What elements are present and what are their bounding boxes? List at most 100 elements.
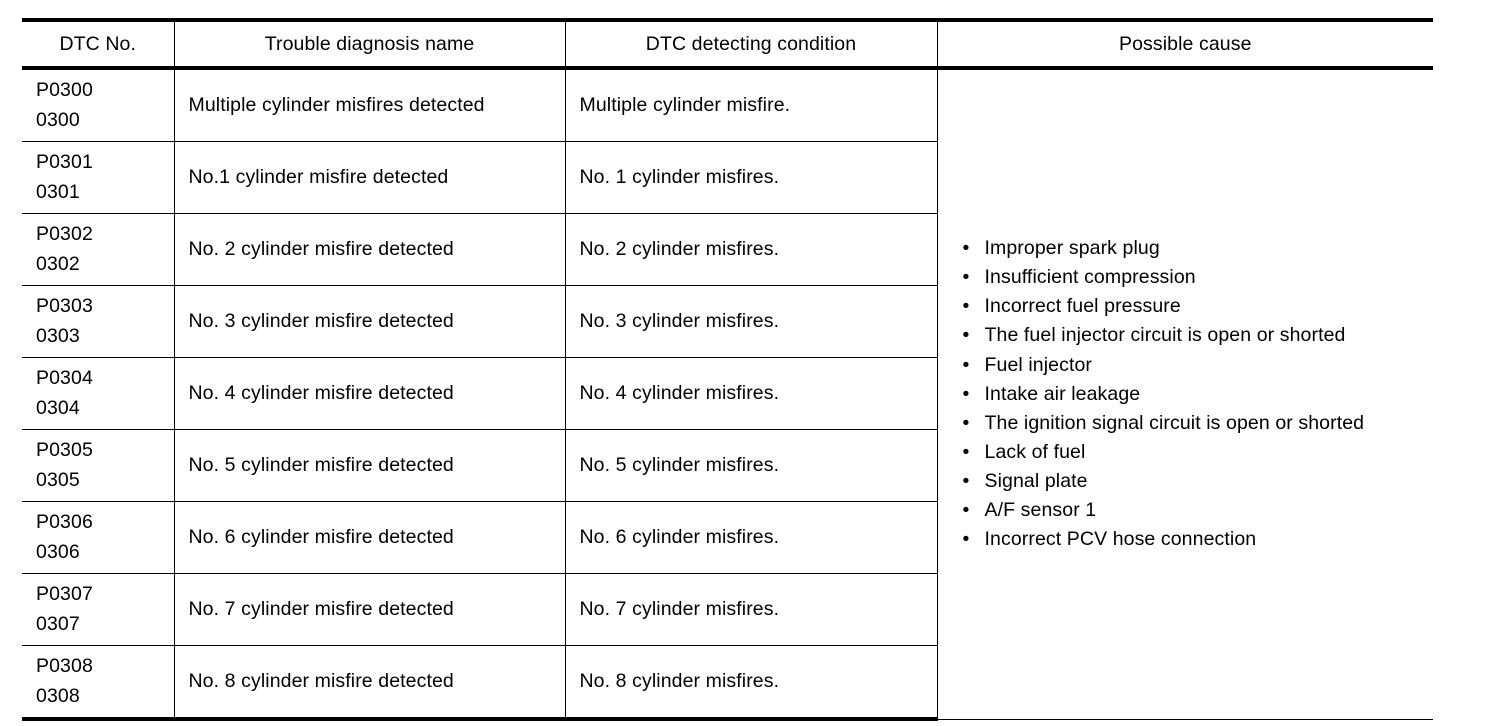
- dtc-no-secondary: 0303: [36, 324, 80, 347]
- list-item: •The ignition signal circuit is open or …: [960, 409, 1434, 438]
- bullet-icon: •: [962, 295, 970, 318]
- bullet-icon: •: [962, 324, 970, 347]
- table-row: P0307 0307 No. 7 cylinder misfire detect…: [22, 573, 1433, 646]
- dtc-no-primary: P0302: [36, 222, 93, 245]
- trouble-diagnosis-name-text: No. 2 cylinder misfire detected: [188, 238, 454, 260]
- dtc-no-secondary: 0308: [36, 684, 80, 707]
- dtc-no-secondary: 0307: [36, 612, 80, 635]
- cell-dtc-detecting-condition: No. 7 cylinder misfires.: [565, 573, 938, 646]
- dtc-no-group: P0303 0303: [22, 292, 174, 351]
- dtc-no-secondary: 0300: [36, 108, 80, 131]
- dtc-no-group: P0301 0301: [22, 148, 174, 207]
- list-item: • Incorrect fuel pressure: [960, 292, 1434, 321]
- dtc-detecting-condition-text: No. 8 cylinder misfires.: [579, 670, 780, 692]
- dtc-detecting-condition-text: No. 3 cylinder misfires.: [579, 310, 780, 332]
- dtc-detecting-condition-text: No. 7 cylinder misfires.: [579, 598, 780, 620]
- dtc-no-group: P0307 0307: [22, 580, 174, 639]
- dtc-no-primary: P0304: [36, 366, 93, 389]
- cell-possible-cause: •Improper spark plug •Insufficient compr…: [937, 68, 1434, 720]
- column-header-possible-cause: Possible cause: [937, 18, 1433, 70]
- list-item: •Signal plate: [960, 467, 1434, 496]
- trouble-diagnosis-name-text: No. 5 cylinder misfire detected: [188, 454, 454, 476]
- dtc-detecting-condition-text: No. 5 cylinder misfires.: [579, 454, 780, 476]
- cell-trouble-diagnosis-name: No. 6 cylinder misfire detected: [174, 501, 566, 574]
- table-row: P0308 0308 No. 8 cylinder misfire detect…: [22, 645, 1433, 721]
- table-body: P0300 0300 Multiple cylinder misfires de…: [22, 68, 1433, 721]
- cell-dtc-no: P0302 0302: [22, 213, 175, 286]
- list-item-label: Lack of fuel: [984, 440, 1086, 463]
- list-item-label: Intake air leakage: [984, 382, 1141, 405]
- dtc-no-primary: P0308: [36, 654, 93, 677]
- dtc-no-primary: P0301: [36, 150, 93, 173]
- trouble-diagnosis-name-text: No. 6 cylinder misfire detected: [188, 526, 454, 548]
- dtc-no-secondary: 0301: [36, 180, 80, 203]
- dtc-detecting-condition-text: No. 2 cylinder misfires.: [579, 238, 780, 260]
- list-item: •Improper spark plug: [960, 234, 1434, 263]
- cell-dtc-detecting-condition: No. 5 cylinder misfires.: [565, 429, 938, 502]
- list-item: •Insufficient compression: [960, 263, 1434, 292]
- table-row: P0302 0302 No. 2 cylinder misfire detect…: [22, 213, 1433, 286]
- cell-dtc-detecting-condition: No. 8 cylinder misfires.: [565, 645, 938, 721]
- cell-dtc-detecting-condition: Multiple cylinder misfire.: [565, 68, 938, 142]
- list-item-label: Signal plate: [984, 470, 1088, 493]
- cell-dtc-no: P0304 0304: [22, 357, 175, 430]
- table-row: P0303 0303 No. 3 cylinder misfire detect…: [22, 285, 1433, 358]
- dtc-detecting-condition-text: No. 4 cylinder misfires.: [579, 382, 780, 404]
- trouble-diagnosis-name-text: No. 3 cylinder misfire detected: [188, 310, 454, 332]
- trouble-diagnosis-name-text: Multiple cylinder misfires detected: [188, 94, 485, 116]
- table-row: P0306 0306 No. 6 cylinder misfire detect…: [22, 501, 1433, 574]
- table-row: P0301 0301 No.1 cylinder misfire detecte…: [22, 141, 1433, 214]
- cell-trouble-diagnosis-name: No. 3 cylinder misfire detected: [174, 285, 566, 358]
- dtc-no-secondary: 0306: [36, 540, 80, 563]
- table-row: P0300 0300 Multiple cylinder misfires de…: [22, 68, 1433, 720]
- list-item-label: Incorrect PCV hose connection: [984, 528, 1257, 551]
- cell-dtc-detecting-condition: No. 1 cylinder misfires.: [565, 141, 938, 214]
- dtc-no-primary: P0306: [36, 510, 93, 533]
- dtc-no-group: P0308 0308: [22, 652, 174, 711]
- bullet-icon: •: [962, 499, 970, 522]
- cell-trouble-diagnosis-name: No. 8 cylinder misfire detected: [174, 645, 566, 721]
- dtc-no-secondary: 0304: [36, 396, 80, 419]
- bullet-icon: •: [962, 353, 970, 376]
- list-item: • Lack of fuel: [960, 438, 1434, 467]
- cell-dtc-detecting-condition: No. 4 cylinder misfires.: [565, 357, 938, 430]
- list-item-label: A/F sensor 1: [984, 499, 1097, 522]
- bullet-icon: •: [962, 266, 970, 289]
- table-header: DTC No. Trouble diagnosis name DTC detec…: [22, 18, 1433, 70]
- dtc-no-secondary: 0305: [36, 468, 80, 491]
- table-row: P0305 0305 No. 5 cylinder misfire detect…: [22, 429, 1433, 502]
- dtc-no-group: P0300 0300: [22, 76, 174, 135]
- trouble-diagnosis-name-text: No.1 cylinder misfire detected: [188, 166, 449, 188]
- bullet-icon: •: [962, 440, 970, 463]
- list-item-label: The fuel injector circuit is open or sho…: [984, 324, 1346, 347]
- dtc-detecting-condition-text: No. 1 cylinder misfires.: [579, 166, 780, 188]
- column-header-dtc-detecting-condition: DTC detecting condition: [565, 18, 938, 70]
- cell-dtc-detecting-condition: No. 6 cylinder misfires.: [565, 501, 938, 574]
- cell-dtc-no: P0305 0305: [22, 429, 175, 502]
- list-item-label: Incorrect fuel pressure: [984, 295, 1181, 318]
- dtc-no-group: P0306 0306: [22, 508, 174, 567]
- dtc-diagnostic-table: DTC No. Trouble diagnosis name DTC detec…: [22, 18, 1433, 721]
- column-header-trouble-diagnosis-name: Trouble diagnosis name: [174, 18, 566, 70]
- dtc-no-secondary: 0302: [36, 252, 80, 275]
- trouble-diagnosis-name-text: No. 8 cylinder misfire detected: [188, 670, 454, 692]
- dtc-no-group: P0305 0305: [22, 436, 174, 495]
- trouble-diagnosis-name-text: No. 4 cylinder misfire detected: [188, 382, 454, 404]
- cell-dtc-no: P0300 0300: [22, 68, 175, 142]
- dtc-no-primary: P0305: [36, 438, 93, 461]
- bullet-icon: •: [962, 528, 970, 551]
- possible-cause-list: •Improper spark plug •Insufficient compr…: [938, 234, 1434, 555]
- dtc-detecting-condition-text: Multiple cylinder misfire.: [579, 94, 791, 116]
- dtc-no-primary: P0303: [36, 294, 93, 317]
- cell-trouble-diagnosis-name: No. 4 cylinder misfire detected: [174, 357, 566, 430]
- bullet-icon: •: [962, 236, 970, 259]
- cell-dtc-detecting-condition: No. 3 cylinder misfires.: [565, 285, 938, 358]
- cell-trouble-diagnosis-name: No. 2 cylinder misfire detected: [174, 213, 566, 286]
- dtc-table-container: DTC No. Trouble diagnosis name DTC detec…: [22, 18, 1433, 721]
- trouble-diagnosis-name-text: No. 7 cylinder misfire detected: [188, 598, 454, 620]
- cell-dtc-detecting-condition: No. 2 cylinder misfires.: [565, 213, 938, 286]
- cell-trouble-diagnosis-name: No. 7 cylinder misfire detected: [174, 573, 566, 646]
- bullet-icon: •: [962, 382, 970, 405]
- list-item-label: The ignition signal circuit is open or s…: [984, 411, 1365, 434]
- cell-trouble-diagnosis-name: No.1 cylinder misfire detected: [174, 141, 566, 214]
